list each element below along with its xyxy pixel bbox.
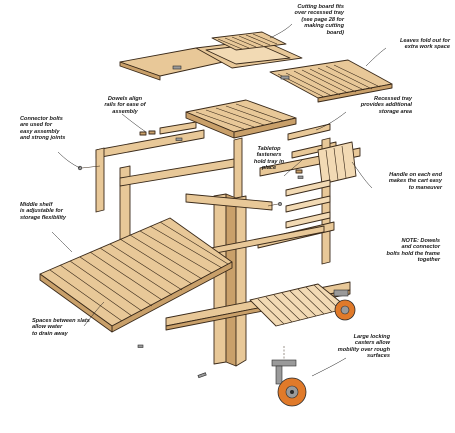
caster-wheels — [271, 289, 356, 407]
callout-tabletop-fasteners: Tabletop fasteners hold tray in place — [253, 146, 285, 172]
middle-shelf — [39, 217, 233, 333]
callout-cutting-board: Cutting board fits over recessed tray (s… — [294, 4, 344, 36]
callout-connector-bolts: Connector bolts are used for easy assemb… — [20, 116, 66, 142]
callout-recessed-tray: Recessed tray provides additional storag… — [360, 96, 412, 115]
callout-casters: Large locking casters allow mobility ove… — [337, 334, 390, 360]
callout-spaces-slats: Spaces between slats allow water to drai… — [32, 318, 90, 337]
note-label: NOTE: — [401, 238, 419, 244]
callout-leaves: Leaves fold out for extra work space — [399, 38, 450, 51]
top-tabletop — [119, 31, 393, 103]
cart-frame — [77, 129, 361, 379]
callout-middle-shelf: Middle shelf is adjustable for storage f… — [20, 202, 67, 221]
bottom-shelf — [249, 283, 349, 327]
callout-handle: Handle on each end makes the cart easy t… — [388, 172, 442, 191]
callout-dowels-align: Dowels align rails for ease of assembly — [104, 96, 146, 115]
callout-note: NOTE: Dowels and connector bolts hold th… — [352, 238, 440, 264]
leader-lines — [51, 23, 387, 377]
note-text: Dowels and connector bolts hold the fram… — [386, 238, 440, 264]
